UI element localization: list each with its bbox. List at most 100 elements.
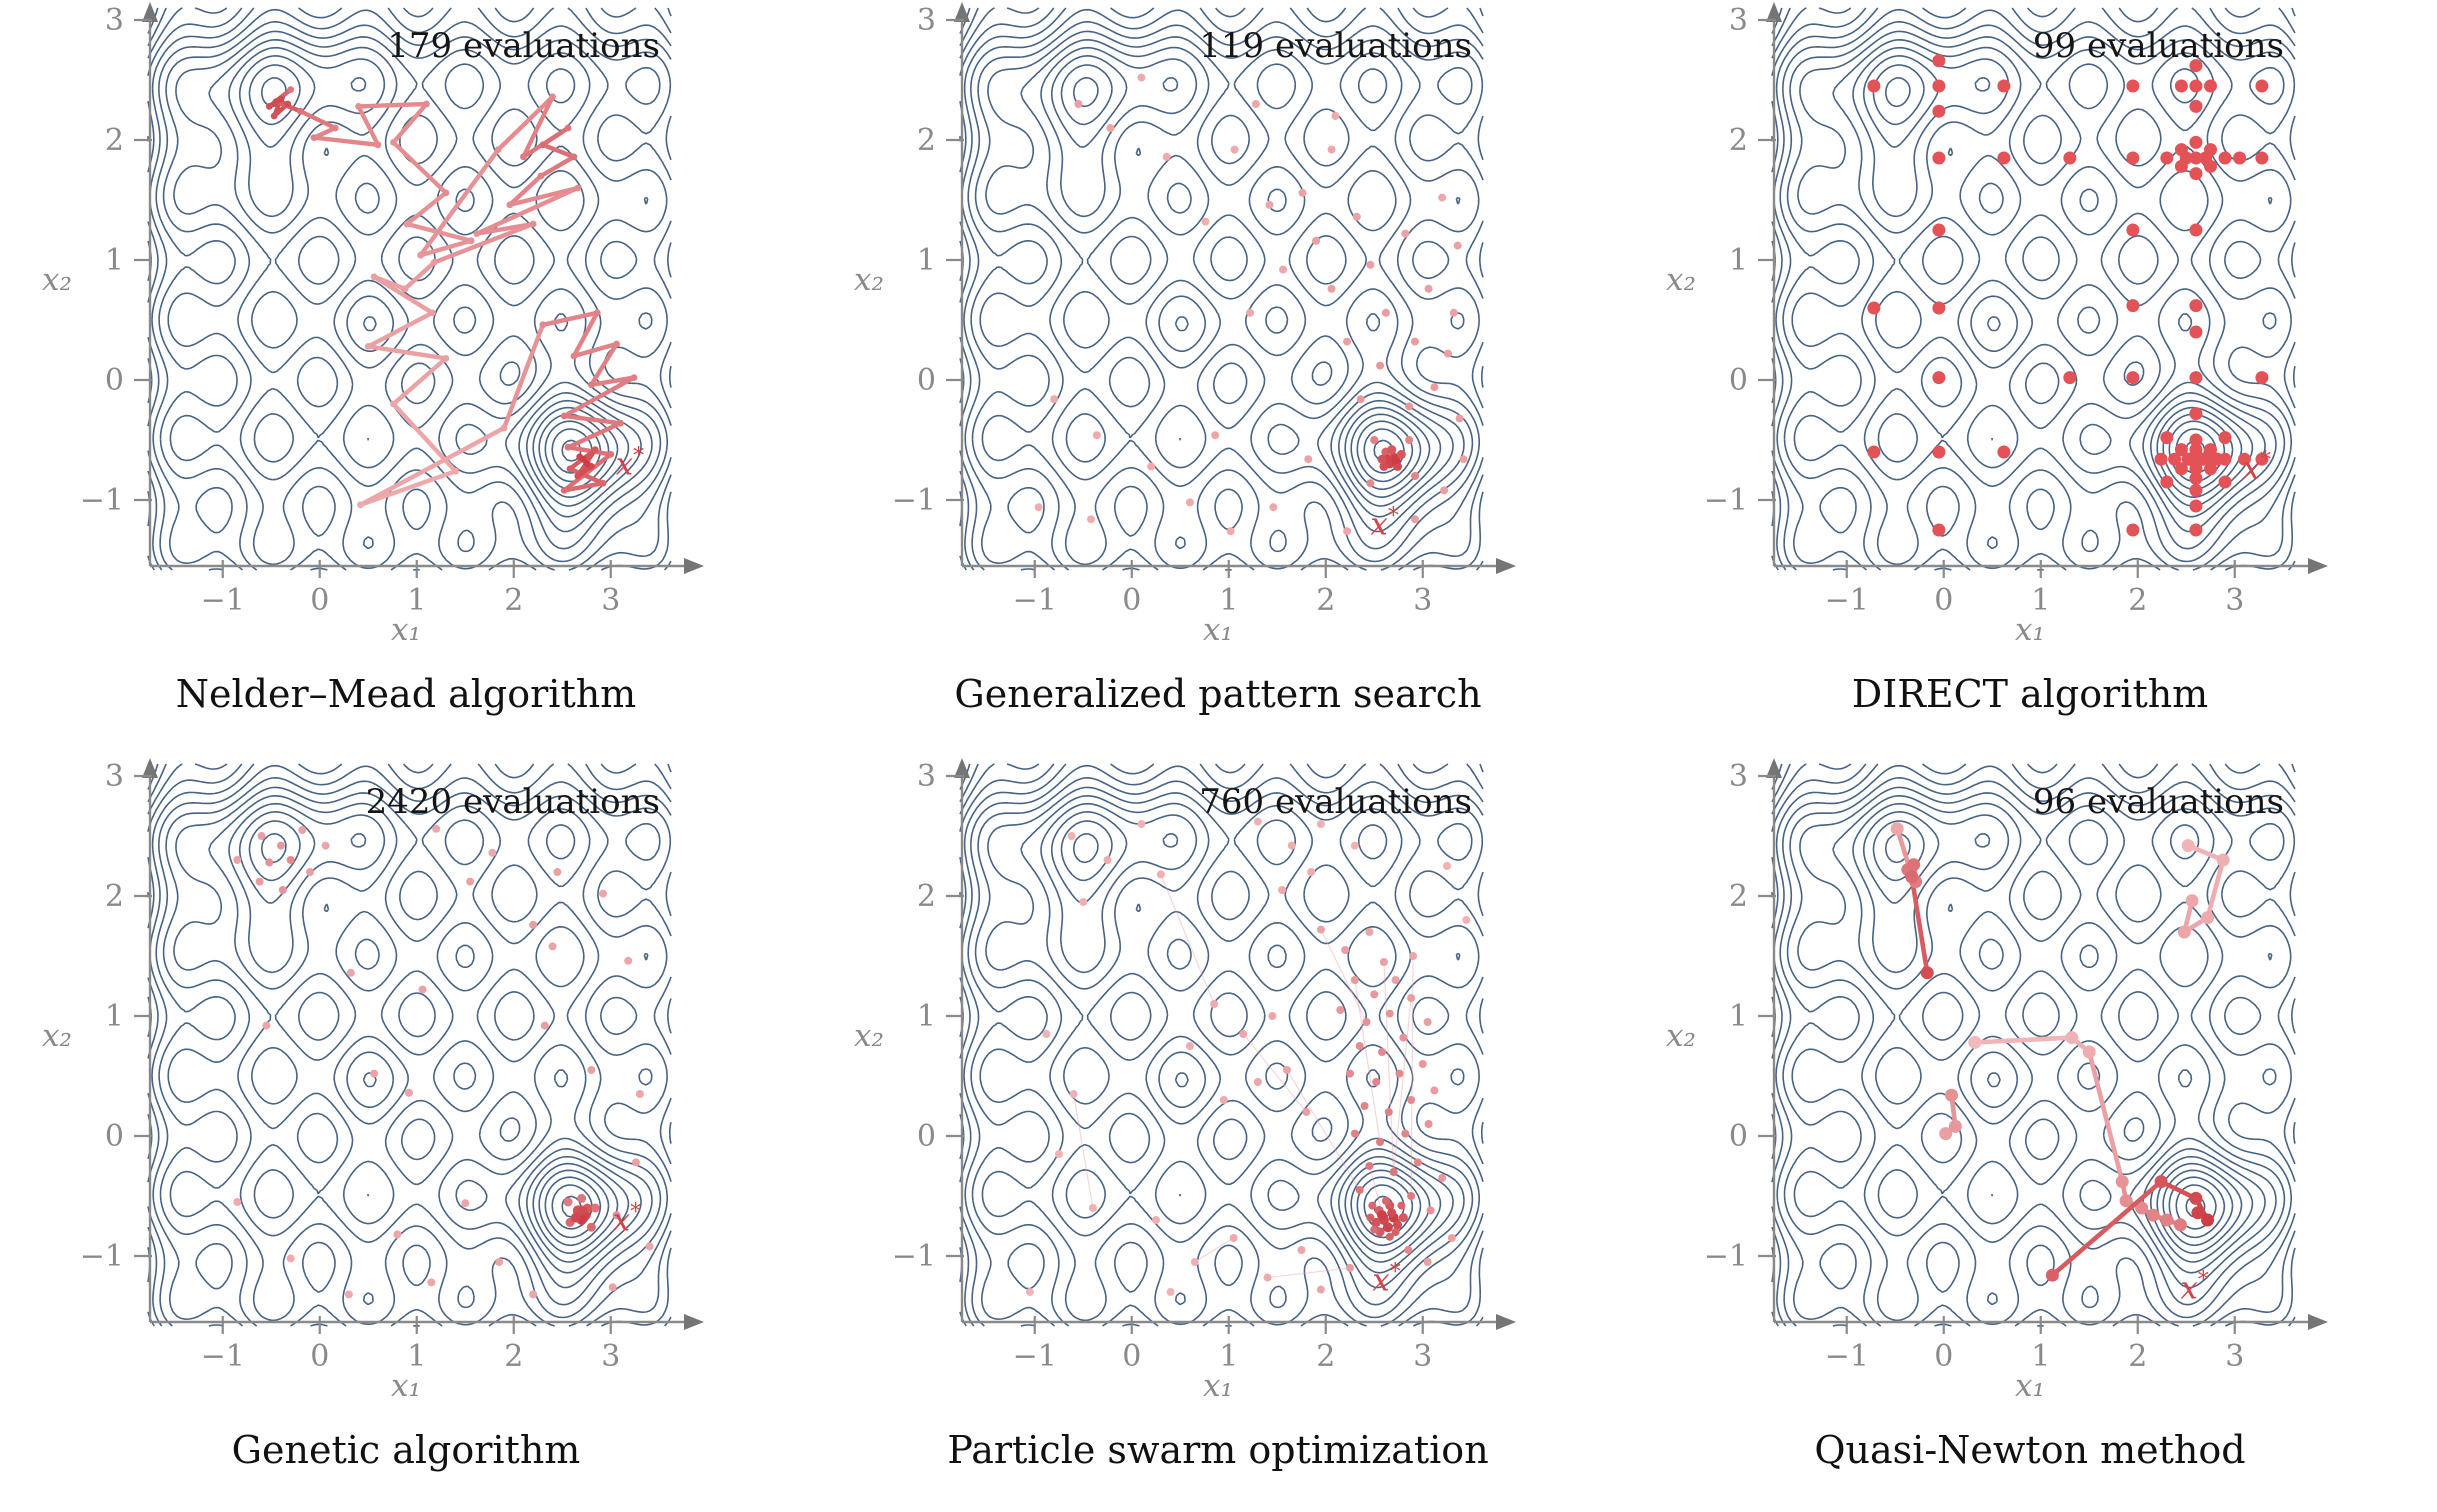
svg-text:3: 3 bbox=[2225, 583, 2244, 618]
svg-text:0: 0 bbox=[310, 1339, 329, 1374]
evaluations-annotation: 760 evaluations bbox=[1199, 782, 1472, 822]
svg-text:3: 3 bbox=[1413, 1339, 1432, 1374]
y-axis-label: x₂ bbox=[854, 1018, 884, 1054]
y-axis-label: x₂ bbox=[42, 262, 72, 298]
svg-text:0: 0 bbox=[917, 1119, 936, 1154]
optimum-label: x* bbox=[2242, 448, 2271, 487]
subplot-title: Quasi-Newton method bbox=[1814, 1428, 2246, 1472]
x-axis-label: x₁ bbox=[2015, 1368, 2045, 1404]
svg-text:0: 0 bbox=[1934, 1339, 1953, 1374]
svg-text:0: 0 bbox=[917, 363, 936, 398]
svg-text:−1: −1 bbox=[1825, 583, 1869, 618]
svg-text:3: 3 bbox=[1729, 3, 1748, 38]
x-axis-label: x₁ bbox=[1203, 612, 1233, 648]
algorithm-overlay bbox=[1890, 822, 2230, 1282]
svg-text:1: 1 bbox=[407, 583, 426, 618]
algorithm-overlay bbox=[1867, 54, 2269, 537]
svg-text:−1: −1 bbox=[892, 483, 936, 518]
svg-text:0: 0 bbox=[1122, 1339, 1141, 1374]
svg-text:1: 1 bbox=[1729, 999, 1748, 1034]
algorithm-overlay bbox=[1025, 817, 1471, 1296]
svg-text:2: 2 bbox=[1316, 583, 1335, 618]
svg-text:−1: −1 bbox=[1704, 1239, 1748, 1274]
svg-text:−1: −1 bbox=[80, 1239, 124, 1274]
svg-text:0: 0 bbox=[1122, 583, 1141, 618]
subplot-direct: −1 0 1 2 3 −1 0 1 2 3 99 evaluations x* x₁ x₂ DIRECT a… bbox=[1624, 0, 2436, 756]
algorithm-overlay bbox=[1034, 73, 1468, 536]
svg-text:3: 3 bbox=[601, 1339, 620, 1374]
svg-text:3: 3 bbox=[1413, 583, 1432, 618]
y-axis-label: x₂ bbox=[1666, 262, 1696, 298]
svg-text:2: 2 bbox=[2128, 583, 2147, 618]
optimum-label: x* bbox=[1372, 1260, 1401, 1299]
evaluations-annotation: 179 evaluations bbox=[387, 26, 660, 66]
subplot-title: Nelder–Mead algorithm bbox=[175, 672, 637, 716]
subplot-title: Genetic algorithm bbox=[231, 1428, 581, 1472]
svg-text:2: 2 bbox=[105, 879, 124, 914]
svg-text:1: 1 bbox=[1219, 1339, 1238, 1374]
svg-text:1: 1 bbox=[917, 999, 936, 1034]
evaluations-annotation: 99 evaluations bbox=[2032, 26, 2284, 66]
svg-text:−1: −1 bbox=[201, 583, 245, 618]
svg-text:−1: −1 bbox=[201, 1339, 245, 1374]
svg-text:2: 2 bbox=[105, 123, 124, 158]
svg-text:1: 1 bbox=[2031, 1339, 2050, 1374]
x-axis-label: x₁ bbox=[2015, 612, 2045, 648]
svg-text:2: 2 bbox=[917, 879, 936, 914]
svg-text:−1: −1 bbox=[80, 483, 124, 518]
evaluations-annotation: 96 evaluations bbox=[2032, 782, 2284, 822]
plot-canvas-pattern-search: −1 0 1 2 3 −1 0 1 2 3 bbox=[892, 2, 1516, 618]
algorithm-overlay bbox=[265, 86, 638, 509]
plot-canvas-direct: −1 0 1 2 3 −1 0 1 2 3 bbox=[1704, 2, 2328, 618]
svg-text:2: 2 bbox=[1729, 879, 1748, 914]
svg-text:2: 2 bbox=[504, 1339, 523, 1374]
optimum-label: x* bbox=[2180, 1267, 2209, 1306]
subplot-title: Particle swarm optimization bbox=[947, 1428, 1489, 1472]
svg-text:0: 0 bbox=[310, 583, 329, 618]
svg-text:1: 1 bbox=[105, 243, 124, 278]
svg-text:1: 1 bbox=[1729, 243, 1748, 278]
svg-text:3: 3 bbox=[917, 3, 936, 38]
svg-text:3: 3 bbox=[917, 759, 936, 794]
svg-text:1: 1 bbox=[1219, 583, 1238, 618]
svg-text:3: 3 bbox=[105, 759, 124, 794]
svg-text:−1: −1 bbox=[1013, 1339, 1057, 1374]
subplot-title: DIRECT algorithm bbox=[1851, 672, 2209, 716]
svg-text:3: 3 bbox=[1729, 759, 1748, 794]
svg-text:0: 0 bbox=[1729, 363, 1748, 398]
svg-text:1: 1 bbox=[105, 999, 124, 1034]
svg-text:0: 0 bbox=[1729, 1119, 1748, 1154]
svg-text:0: 0 bbox=[1934, 583, 1953, 618]
svg-text:3: 3 bbox=[105, 3, 124, 38]
svg-text:3: 3 bbox=[2225, 1339, 2244, 1374]
svg-text:1: 1 bbox=[917, 243, 936, 278]
svg-text:2: 2 bbox=[1729, 123, 1748, 158]
subplot-quasi-newton: −1 0 1 2 3 −1 0 1 2 3 96 evaluations x* x₁ x₂ Quasi-Ne… bbox=[1624, 756, 2436, 1512]
subplot-title: Generalized pattern search bbox=[954, 672, 1482, 716]
svg-text:0: 0 bbox=[105, 363, 124, 398]
y-axis-label: x₂ bbox=[1666, 1018, 1696, 1054]
svg-text:−1: −1 bbox=[1825, 1339, 1869, 1374]
svg-text:3: 3 bbox=[601, 583, 620, 618]
evaluations-annotation: 119 evaluations bbox=[1199, 26, 1472, 66]
svg-text:2: 2 bbox=[917, 123, 936, 158]
y-axis-label: x₂ bbox=[42, 1018, 72, 1054]
optimum-label: x* bbox=[612, 1200, 642, 1239]
optimum-label: x* bbox=[615, 444, 645, 483]
svg-text:1: 1 bbox=[2031, 583, 2050, 618]
plot-canvas-quasi-newton: −1 0 1 2 3 −1 0 1 2 3 bbox=[1704, 758, 2328, 1374]
svg-text:−1: −1 bbox=[1013, 583, 1057, 618]
svg-text:2: 2 bbox=[2128, 1339, 2147, 1374]
evaluations-annotation: 2420 evaluations bbox=[365, 782, 660, 822]
svg-text:−1: −1 bbox=[892, 1239, 936, 1274]
x-axis-label: x₁ bbox=[391, 1368, 421, 1404]
svg-text:−1: −1 bbox=[1704, 483, 1748, 518]
x-axis-label: x₁ bbox=[1203, 1368, 1233, 1404]
svg-text:1: 1 bbox=[407, 1339, 426, 1374]
